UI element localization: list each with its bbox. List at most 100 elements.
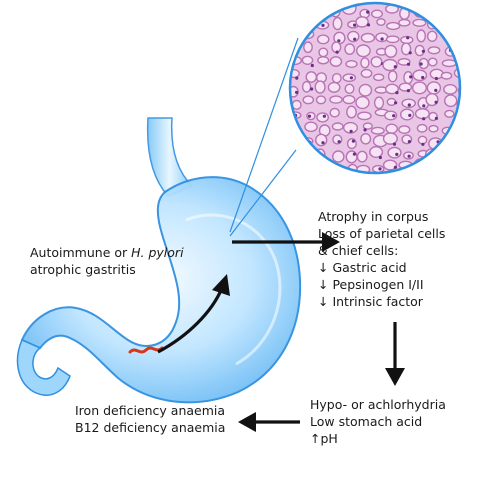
cell-nucleus (436, 13, 440, 17)
tissue-cell (315, 95, 327, 105)
tissue-cell (327, 81, 341, 93)
effects-label: Atrophy in corpus Loss of parietal cells… (318, 208, 445, 310)
tissue-cell (301, 3, 317, 15)
cell-nucleus (406, 89, 410, 93)
duodenum (16, 339, 71, 396)
tissue-cell (453, 135, 460, 148)
tissue-cell (386, 21, 401, 31)
effects-line: Loss of parietal cells (318, 226, 446, 241)
cell-nucleus (465, 169, 468, 172)
tissue-cell (385, 35, 400, 44)
tissue-cell (400, 108, 415, 121)
tissue-cell (301, 80, 312, 93)
arrow-right-to-effects (232, 232, 340, 252)
arrow-down-to-hypo (385, 322, 405, 386)
tissue-cell (400, 42, 412, 56)
tissue-cell (355, 16, 369, 28)
tissue-cell (456, 110, 460, 123)
tissue-cell (457, 84, 460, 97)
stomach-illustration (16, 117, 302, 404)
tissue-cell (370, 56, 383, 68)
tissue-cell (426, 30, 438, 42)
tissue-cell (456, 17, 460, 29)
cell-nucleus (464, 36, 467, 39)
tissue-cell (427, 160, 438, 170)
tissue-cell (360, 32, 376, 43)
arrow-curved-up (157, 274, 230, 354)
tissue-cell (345, 60, 358, 69)
cell-nucleus (408, 51, 412, 55)
cell-nucleus (393, 65, 397, 69)
tissue-cell (387, 70, 398, 83)
cell-nucleus (448, 156, 452, 160)
tissue-cell (444, 94, 458, 108)
cause-h-pylori: H. pylori (131, 245, 184, 260)
zoom-line-upper (229, 37, 299, 233)
cell-nucleus (395, 91, 399, 95)
tissue-cell (290, 35, 298, 44)
tissue-cell (398, 125, 411, 135)
cell-nucleus (465, 104, 468, 107)
tissue-cell (303, 41, 313, 54)
tissue-cell (427, 57, 438, 67)
tissue-cell (362, 122, 373, 130)
cell-nucleus (307, 155, 311, 160)
cause-line-2: atrophic gastritis (30, 262, 136, 277)
cause-line-1: Autoimmune or H. pylori (30, 244, 184, 261)
tissue-cell (418, 57, 429, 70)
tissue-cell (453, 67, 460, 79)
tissue-cell (382, 159, 398, 171)
cell-nucleus (322, 114, 326, 118)
inner-fold (185, 213, 282, 366)
tissue-cell (412, 69, 428, 82)
cell-nucleus (407, 140, 411, 144)
cell-nucleus (349, 76, 353, 80)
arrow-left-to-anaemia (238, 412, 300, 432)
tissue-cell (412, 81, 428, 95)
cell-nucleus (421, 142, 425, 146)
tissue-cell (369, 145, 384, 158)
tissue-cell (343, 121, 359, 134)
tissue-cell (376, 18, 386, 26)
tissue-cell (426, 81, 442, 95)
cell-nucleus (324, 167, 328, 172)
cell-nucleus (434, 100, 438, 104)
tissue-cell (384, 44, 398, 58)
cell-nucleus (378, 155, 382, 160)
tissue-cell (344, 83, 355, 95)
cell-nucleus (434, 76, 438, 81)
cell-nucleus (392, 114, 396, 118)
tissue-cell (355, 44, 371, 58)
cell-nucleus (307, 114, 312, 118)
hypo-line: ↑pH (310, 431, 338, 446)
tissue-cell (444, 138, 454, 150)
anaemia-line: Iron deficiency anaemia (75, 403, 226, 418)
tissue-cell (441, 150, 452, 159)
cell-nucleus (408, 113, 412, 117)
tissue-cell (441, 5, 455, 16)
cell-nucleus (349, 129, 353, 133)
tissue-cell (414, 108, 430, 120)
tissue-cell (444, 109, 455, 118)
stomach-body (20, 176, 302, 404)
tissue-cell (373, 96, 385, 110)
cause-label: Autoimmune or H. pylori atrophic gastrit… (30, 244, 184, 278)
cell-nucleus (422, 117, 426, 121)
tissue-cell (290, 19, 305, 33)
cell-nucleus (352, 152, 356, 156)
tissue-cell (456, 121, 460, 132)
tissue-cell (332, 16, 343, 31)
tissue-cell (428, 124, 439, 133)
cell-nucleus (463, 52, 466, 55)
tissue-cell (401, 98, 417, 109)
cell-nucleus (351, 139, 355, 143)
tissue-cell (382, 132, 398, 145)
tissue-micrograph (288, 1, 468, 175)
cause-prefix: Autoimmune or (30, 245, 132, 260)
cell-nucleus (311, 168, 315, 172)
tissue-cell (290, 6, 300, 16)
tissue-cell (345, 150, 358, 164)
cell-nucleus (463, 156, 466, 159)
tissue-cell (346, 105, 357, 119)
